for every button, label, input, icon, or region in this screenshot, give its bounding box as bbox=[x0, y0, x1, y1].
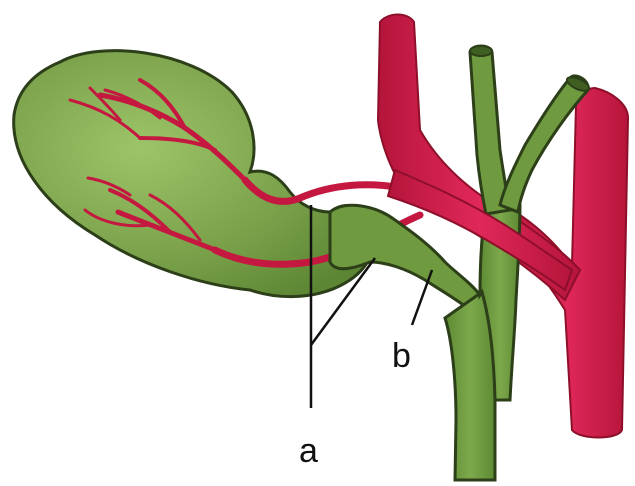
label-b: b bbox=[392, 337, 411, 375]
label-a: a bbox=[299, 432, 318, 470]
left-hepatic-duct-opening bbox=[470, 46, 492, 56]
